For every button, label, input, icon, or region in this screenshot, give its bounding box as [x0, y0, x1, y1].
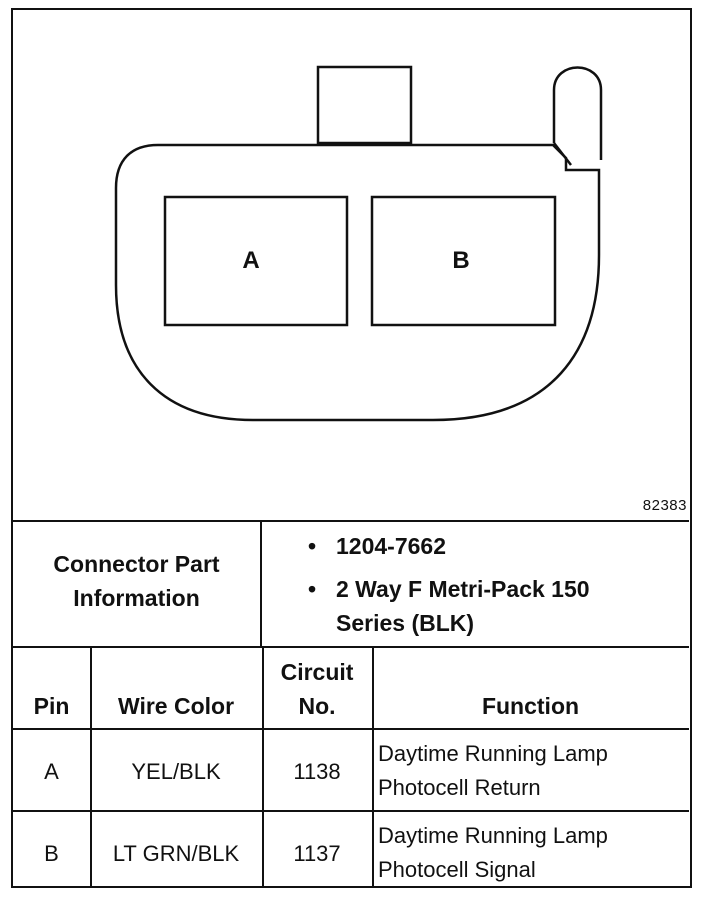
connector-info-heading-line2: Information: [73, 585, 200, 611]
header-wire-color: Wire Color: [117, 693, 235, 719]
connector-info-heading-line1: Connector Part: [53, 551, 220, 577]
row-b-function-line1: Daytime Running Lamp: [378, 823, 608, 848]
connector-lock-tab: [316, 65, 413, 145]
connector-type-line2: Series (BLK): [336, 610, 475, 636]
header-pin: Pin: [33, 693, 70, 719]
row-a-function-line1: Daytime Running Lamp: [378, 741, 608, 766]
cavity-label-a: A: [242, 247, 260, 274]
bullet-symbol: •: [308, 576, 317, 602]
cavity-a-box: [163, 195, 349, 327]
divider-col-wire: [262, 646, 264, 887]
header-circuit-line2: No.: [298, 693, 336, 719]
connector-latch-edge: [553, 142, 572, 166]
figure-id: 82383: [642, 497, 687, 514]
row-a-circuit: 1138: [293, 759, 341, 784]
divider-row-a-bottom: [13, 810, 689, 812]
part-number: 1204-7662: [336, 533, 446, 559]
divider-diagram: [13, 520, 689, 522]
divider-info-vertical: [260, 520, 262, 646]
header-function: Function: [481, 693, 580, 719]
row-a-pin: A: [44, 759, 59, 784]
row-b-pin: B: [44, 841, 59, 866]
header-circuit-line1: Circuit: [280, 659, 354, 685]
connector-latch-arm: [552, 66, 603, 160]
connector-outline: [114, 65, 603, 422]
divider-col-pin: [90, 646, 92, 887]
row-a-wire-color: YEL/BLK: [131, 759, 221, 784]
bullet-symbol: •: [308, 533, 317, 559]
connector-frame: A B 82383 Connector Part Information • 1…: [11, 8, 692, 888]
connector-diagram: A B 82383: [13, 10, 689, 520]
connector-type-bullet: • 2 Way F Metri-Pack 150 Series (BLK): [308, 572, 678, 642]
row-b-function: Daytime Running Lamp Photocell Signal: [378, 819, 608, 887]
divider-info-bottom: [13, 646, 689, 648]
cavity-label-b: B: [452, 247, 470, 274]
row-b-circuit: 1137: [293, 841, 341, 866]
row-a-function: Daytime Running Lamp Photocell Return: [378, 737, 608, 805]
cavity-b-box: [370, 195, 557, 327]
header-circuit-no: Circuit No.: [262, 655, 372, 723]
divider-col-circuit: [372, 646, 374, 887]
row-b-wire-color: LT GRN/BLK: [112, 841, 240, 866]
connector-type-line1: 2 Way F Metri-Pack 150: [336, 576, 590, 602]
divider-header-bottom: [13, 728, 689, 730]
row-b-function-line2: Photocell Signal: [378, 857, 536, 882]
row-a-function-line2: Photocell Return: [378, 775, 541, 800]
connector-info-heading: Connector Part Information: [13, 547, 260, 615]
